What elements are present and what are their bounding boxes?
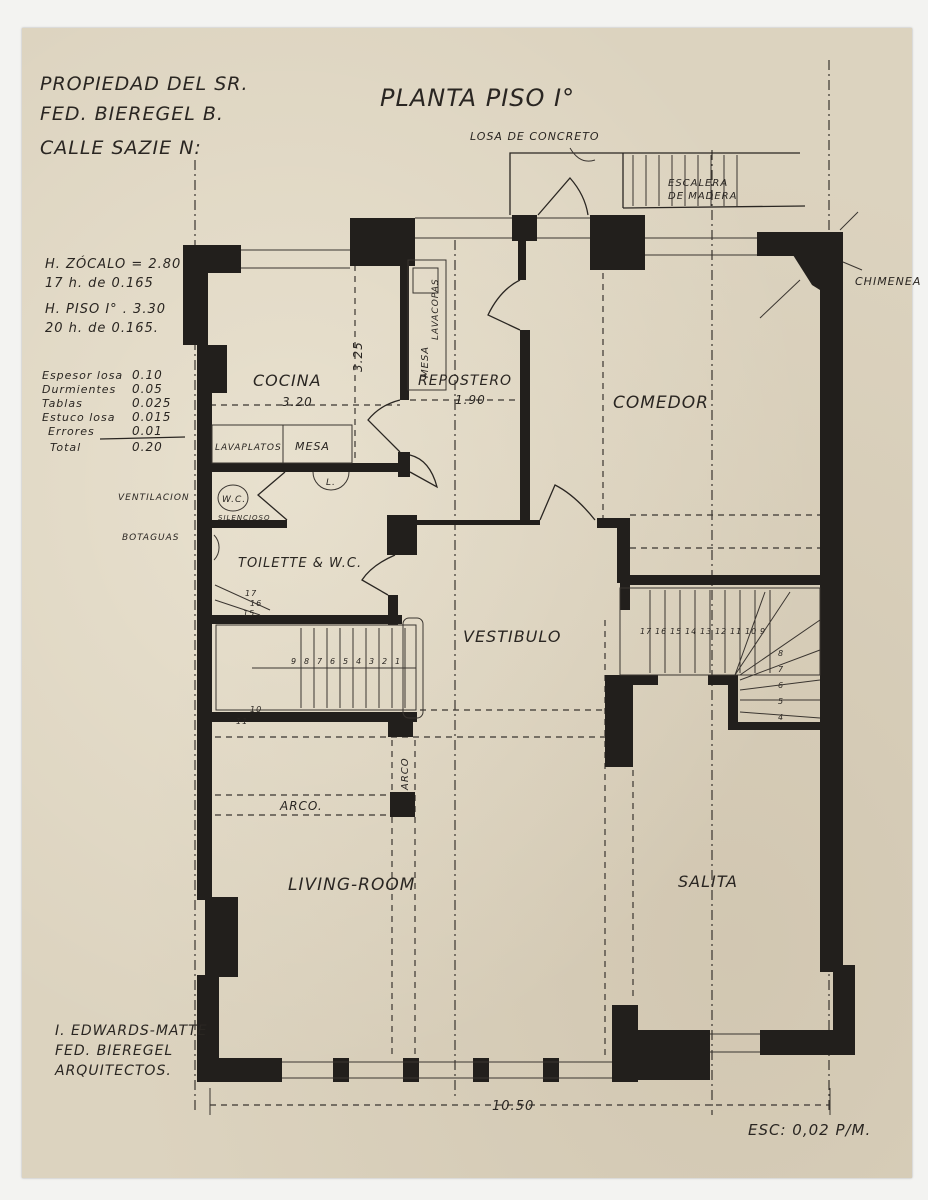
height-notes: H. ZÓCALO = 2.80 17 h. de 0.165 H. PISO … xyxy=(45,256,181,336)
piso-note: H. PISO I° . 3.30 xyxy=(45,302,166,317)
silencioso-label: SILENCIOSO xyxy=(218,514,270,522)
stair-step-number: 6 xyxy=(778,681,784,690)
chimney: CHIMENEA xyxy=(759,211,921,319)
stair-step-number: 8 xyxy=(778,649,784,658)
arco-label: ARCO. xyxy=(279,799,323,813)
stair-step-number: 1 xyxy=(395,657,401,666)
stair-step-number: 15 xyxy=(670,627,682,636)
stair-step-number: 10 xyxy=(250,705,262,714)
total-width: 10.50 xyxy=(492,1099,534,1114)
thickness-label: Estuco losa xyxy=(42,411,116,424)
thickness-value: 0.015 xyxy=(132,410,171,424)
stair-step-number: 13 xyxy=(700,627,712,636)
room-toilette: TOILETTE & W.C. xyxy=(238,556,362,571)
stair-step-number: 7 xyxy=(778,665,784,674)
botaguas-label: BOTAGUAS xyxy=(122,533,180,543)
thickness-label: Durmientes xyxy=(42,383,116,396)
architects-block: I. EDWARDS-MATTE FED. BIEREGEL ARQUITECT… xyxy=(54,1023,207,1079)
owner-line-2: FED. BIEREGEL B. xyxy=(40,103,224,125)
mesa-label: MESA xyxy=(295,440,330,453)
room-comedor: COMEDOR xyxy=(613,393,709,413)
room-repostero: REPOSTERO xyxy=(418,373,512,389)
mesa-repostero-label: MESA xyxy=(420,346,431,378)
thickness-value: 0.01 xyxy=(132,424,163,438)
thickness-label: Espesor losa xyxy=(42,369,123,382)
room-cocina: COCINA xyxy=(253,371,322,390)
thickness-label: Tablas xyxy=(42,397,83,410)
bath-fixtures: W.C. SILENCIOSO L. VENTILACION BOTAGUAS xyxy=(118,471,350,561)
room-living: LIVING-ROOM xyxy=(288,875,415,895)
arco-label: ARCO xyxy=(400,757,411,791)
wc-label: W.C. xyxy=(222,495,246,505)
repostero-width: 1.90 xyxy=(455,393,486,407)
architect-line-3: ARQUITECTOS. xyxy=(54,1063,172,1079)
room-salita: SALITA xyxy=(678,872,738,891)
stair-step-number: 2 xyxy=(382,657,388,666)
stair-step-number: 6 xyxy=(330,657,336,666)
windows xyxy=(241,217,760,1079)
stair-step-number: 11 xyxy=(236,717,248,726)
thickness-value: 0.10 xyxy=(132,368,163,382)
architect-line-2: FED. BIEREGEL xyxy=(55,1043,173,1059)
stair-step-number: 5 xyxy=(778,697,784,706)
walls xyxy=(183,215,855,1082)
losa-label: LOSA DE CONCRETO xyxy=(470,130,600,143)
stair-step-number: 3 xyxy=(369,657,375,666)
stair-step-number: 16 xyxy=(655,627,667,636)
room-vestibulo: VESTIBULO xyxy=(463,627,561,646)
scale-label: ESC: 0,02 P/M. xyxy=(748,1121,871,1139)
owner-line-1: PROPIEDAD DEL SR. xyxy=(40,73,249,95)
owner-line-3: CALLE SAZIE N: xyxy=(40,137,202,159)
exterior-stair: LOSA DE CONCRETO ESCALERA DE MADERA xyxy=(470,130,806,216)
stair-step-number: 7 xyxy=(317,657,323,666)
thickness-label: Total xyxy=(50,441,81,454)
thickness-value: 0.025 xyxy=(132,396,171,410)
piso-steps: 20 h. de 0.165. xyxy=(45,321,159,336)
thickness-label: Errores xyxy=(48,425,95,438)
zocalo-note: H. ZÓCALO = 2.80 xyxy=(45,256,181,272)
thickness-value: 0.05 xyxy=(132,382,163,396)
zocalo-steps: 17 h. de 0.165 xyxy=(45,276,154,291)
escalera-label-2: DE MADERA xyxy=(668,191,737,202)
stair-step-number: 9 xyxy=(291,657,297,666)
blueprint-paper xyxy=(22,28,912,1178)
thickness-value: 0.20 xyxy=(132,440,163,454)
stair-step-number: 11 xyxy=(730,627,742,636)
kitchen-fixtures: LAVAPLATOS MESA MESA LAVACOPAS xyxy=(211,259,447,464)
small-step: 17 xyxy=(245,589,257,598)
chimenea-label: CHIMENEA xyxy=(855,275,921,288)
thickness-table: Espesor losa 0.10 Durmientes 0.05 Tablas… xyxy=(42,368,186,454)
small-step: 15 xyxy=(243,609,255,618)
stair-step-number: 17 xyxy=(640,627,652,636)
stair-step-number: 8 xyxy=(304,657,310,666)
lavaplatos-label: LAVAPLATOS xyxy=(215,443,282,453)
dimensions: 3.20 3.25 1.90 10.50 xyxy=(209,341,831,1115)
stair-step-number: 4 xyxy=(778,713,784,722)
ventilacion-label: VENTILACION xyxy=(118,493,190,503)
cocina-depth: 3.25 xyxy=(351,341,365,372)
cocina-width: 3.20 xyxy=(282,395,313,409)
stair-step-number: 5 xyxy=(343,657,349,666)
lavacopas-label: LAVACOPAS xyxy=(431,278,441,340)
owner-block: PROPIEDAD DEL SR. FED. BIEREGEL B. CALLE… xyxy=(40,73,249,159)
architect-line-1: I. EDWARDS-MATTE xyxy=(55,1023,207,1039)
stair-step-number: 12 xyxy=(715,627,727,636)
stair-step-number: 9 xyxy=(760,627,766,636)
stair-step-number: 4 xyxy=(356,657,362,666)
escalera-label-1: ESCALERA xyxy=(668,178,728,189)
plan-title: PLANTA PISO I° xyxy=(380,84,575,112)
doors xyxy=(257,279,596,596)
room-labels: COCINA REPOSTERO COMEDOR TOILETTE & W.C.… xyxy=(238,371,738,895)
stair-step-number: 14 xyxy=(685,627,697,636)
lavatorio-label: L. xyxy=(326,478,336,488)
small-step: 16 xyxy=(250,599,262,608)
